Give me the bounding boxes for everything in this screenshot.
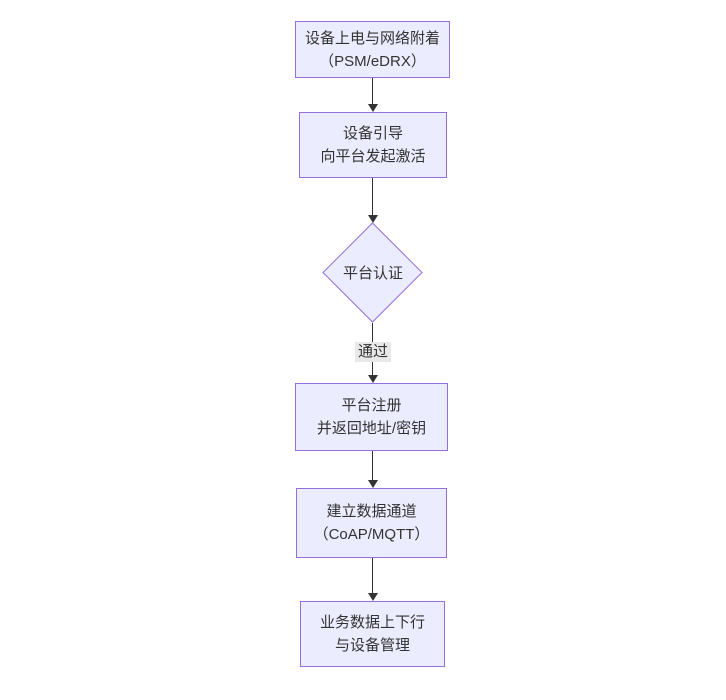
flow-edge-power-to-boot <box>372 78 373 104</box>
arrowhead-icon <box>368 215 378 223</box>
flow-edge-channel-to-business <box>372 558 373 593</box>
arrowhead-icon <box>368 104 378 112</box>
arrowhead-icon <box>368 375 378 383</box>
node-bootstrap-line2: 向平台发起激活 <box>320 148 426 165</box>
node-business-data-line2: 与设备管理 <box>334 637 410 654</box>
node-business-data-line1: 业务数据上下行 <box>319 614 425 631</box>
node-power-attach-line2: （PSM/eDRX） <box>319 52 426 70</box>
node-data-channel-line2: （CoAP/MQTT） <box>313 526 430 543</box>
flow-edge-register-to-channel <box>372 451 373 480</box>
arrowhead-icon <box>368 480 378 488</box>
node-bootstrap-line1: 设备引导 <box>342 125 403 142</box>
node-business-data: 业务数据上下行 与设备管理 <box>300 601 445 667</box>
node-power-attach: 设备上电与网络附着 （PSM/eDRX） <box>295 21 450 78</box>
node-data-channel-line1: 建立数据通道 <box>326 503 417 520</box>
node-bootstrap: 设备引导 向平台发起激活 <box>299 112 447 178</box>
node-platform-auth-label: 平台认证 <box>342 264 403 282</box>
node-platform-register: 平台注册 并返回地址/密钥 <box>295 383 448 451</box>
node-data-channel: 建立数据通道 （CoAP/MQTT） <box>296 488 447 558</box>
node-platform-register-line2: 并返回地址/密钥 <box>316 420 427 437</box>
node-platform-register-line1: 平台注册 <box>341 397 402 414</box>
node-power-attach-line1: 设备上电与网络附着 <box>304 29 440 47</box>
arrowhead-icon <box>368 593 378 601</box>
flow-edge-boot-to-auth <box>372 178 373 215</box>
edge-label-pass: 通过 <box>355 342 391 362</box>
